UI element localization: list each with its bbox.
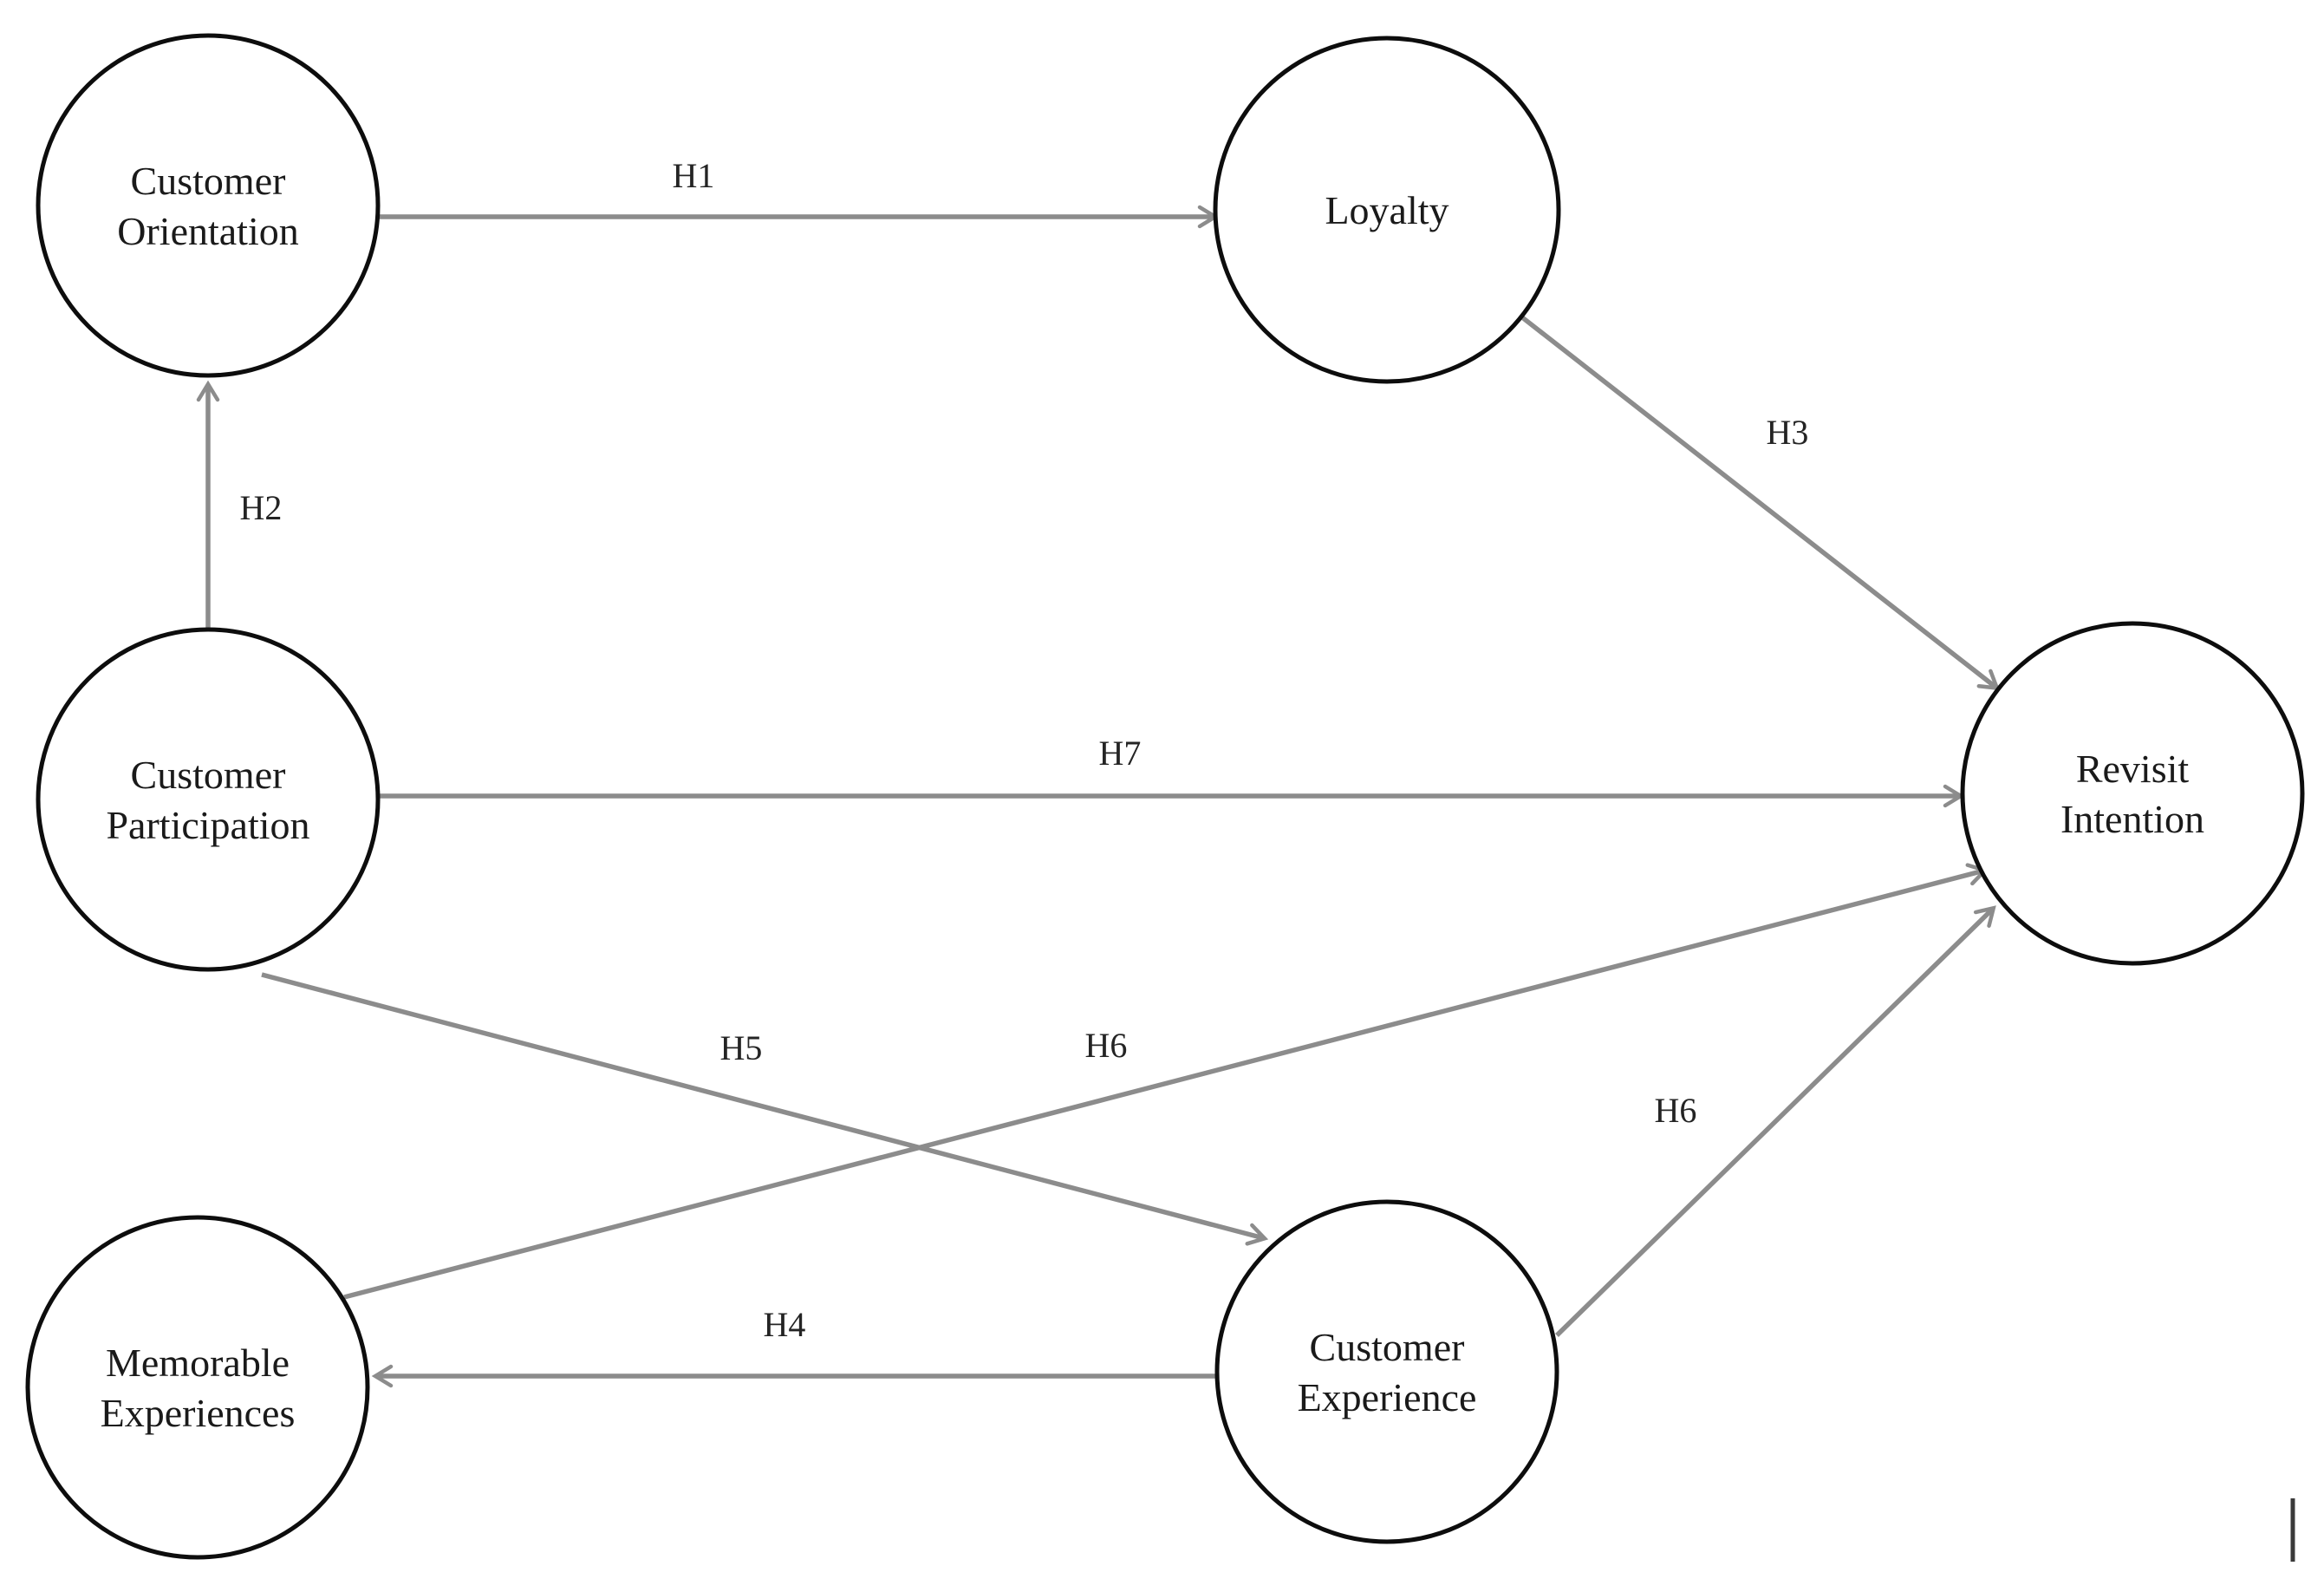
edge-H6: H6	[343, 863, 1989, 1300]
node-label-line: Customer	[1310, 1325, 1465, 1369]
node-label-line: Experiences	[101, 1391, 296, 1435]
edge-H5: H5	[261, 972, 1269, 1246]
node-circle-loyalty	[1213, 36, 1561, 384]
node-label-loyalty: Loyalty	[1325, 188, 1448, 232]
edge-label-H1: H1	[673, 156, 715, 195]
node-circle-revisit-intention	[1960, 621, 2305, 966]
node-label-line: Intention	[2060, 797, 2204, 841]
edge-H4: H4	[371, 1305, 1221, 1388]
edge-label-H7: H7	[1099, 734, 1142, 773]
edge-label-H4: H4	[764, 1305, 806, 1344]
edge-label-H5: H5	[720, 1028, 763, 1067]
node-label-line: Revisit	[2076, 747, 2190, 791]
edge-H7: H7	[379, 734, 1965, 808]
node-label-line: Customer	[131, 159, 286, 203]
edge-arrow-H5	[261, 972, 1269, 1246]
edge-arrow-H6b	[1555, 905, 1996, 1337]
node-circle-customer-experience	[1214, 1199, 1559, 1544]
edge-arrow-H3	[1520, 315, 2001, 691]
edge-label-H3: H3	[1767, 413, 1809, 452]
node-label-line: Memorable	[106, 1341, 290, 1385]
edge-H3: H3	[1520, 315, 2001, 691]
node-label-line: Customer	[131, 753, 286, 797]
node-circle-memorable-experiences	[25, 1215, 370, 1560]
node-label-line: Participation	[106, 803, 309, 847]
node-label-line: Loyalty	[1325, 188, 1448, 232]
node-circle-customer-orientation	[36, 33, 381, 378]
edge-H2: H2	[196, 380, 283, 629]
edge-arrow-H6	[343, 863, 1989, 1300]
edge-H6b: H6	[1555, 905, 1996, 1337]
edge-label-H6: H6	[1085, 1026, 1128, 1065]
node-label-line: Experience	[1298, 1375, 1477, 1419]
node-label-line: Orientation	[117, 209, 299, 253]
edge-label-H6b: H6	[1655, 1091, 1697, 1130]
node-circle-customer-participation	[36, 627, 381, 972]
edge-label-H2: H2	[240, 488, 283, 527]
edge-H1: H1	[379, 156, 1220, 229]
node-loyalty: Loyalty	[1213, 36, 1561, 384]
